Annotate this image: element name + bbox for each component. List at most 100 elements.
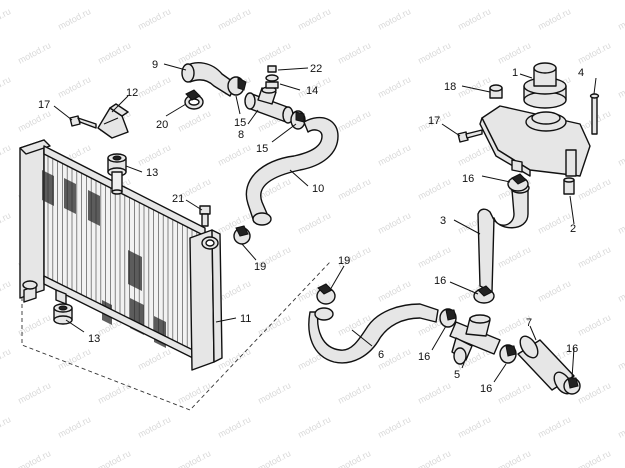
watermark: motod.ru bbox=[576, 244, 612, 270]
callout-16-hose7: 16 bbox=[566, 343, 578, 355]
callout-16-tee-right: 16 bbox=[480, 383, 492, 395]
watermark: motod.ru bbox=[56, 74, 92, 100]
hose-clamp bbox=[507, 173, 529, 192]
watermark: motod.ru bbox=[496, 244, 532, 270]
watermark: motod.ru bbox=[56, 414, 92, 440]
callout-16-hose3: 16 bbox=[434, 275, 446, 287]
watermark: motod.ru bbox=[336, 108, 372, 134]
watermark: motod.ru bbox=[176, 380, 212, 406]
radiator bbox=[19, 139, 223, 371]
watermark: motod.ru bbox=[616, 74, 625, 100]
watermark: motod.ru bbox=[0, 278, 12, 304]
callout-4: 4 bbox=[578, 67, 584, 79]
watermark: motod.ru bbox=[336, 40, 372, 66]
hose-clamp bbox=[227, 76, 247, 96]
watermark: motod.ru bbox=[536, 414, 572, 440]
watermark: motod.ru bbox=[176, 108, 212, 134]
watermark: motod.ru bbox=[0, 210, 12, 236]
watermark: motod.ru bbox=[576, 312, 612, 338]
hose-clamp bbox=[473, 285, 495, 304]
watermark: motod.ru bbox=[456, 74, 492, 100]
callout-22: 22 bbox=[310, 63, 322, 75]
watermark: motod.ru bbox=[0, 346, 12, 372]
rubber-grommet-lower bbox=[53, 303, 73, 325]
watermark: motod.ru bbox=[616, 210, 625, 236]
watermark: motod.ru bbox=[616, 6, 625, 32]
hose-clamp bbox=[439, 308, 457, 328]
watermark: motod.ru bbox=[416, 176, 452, 202]
radiator-core-shading-patch bbox=[64, 178, 76, 214]
bleed-screw bbox=[265, 65, 279, 89]
watermark: motod.ru bbox=[496, 380, 532, 406]
watermark: motod.ru bbox=[216, 414, 252, 440]
watermark: motod.ru bbox=[136, 74, 172, 100]
watermark: motod.ru bbox=[616, 278, 625, 304]
watermark: motod.ru bbox=[296, 6, 332, 32]
callout-17-right: 17 bbox=[428, 115, 440, 127]
watermark: motod.ru bbox=[616, 414, 625, 440]
watermark: motod.ru bbox=[376, 278, 412, 304]
callout-13-upper: 13 bbox=[146, 167, 158, 179]
radiator-core-shading-patch bbox=[42, 170, 54, 206]
callout-19-lower: 19 bbox=[338, 255, 350, 267]
watermark: motod.ru bbox=[16, 448, 52, 468]
watermark: motod.ru bbox=[576, 40, 612, 66]
hose-clamp-small bbox=[184, 89, 204, 110]
callout-5: 5 bbox=[454, 369, 460, 381]
watermark: motod.ru bbox=[96, 40, 132, 66]
callout-8: 8 bbox=[238, 129, 244, 141]
hose-upper-long bbox=[245, 117, 339, 226]
callout-7: 7 bbox=[526, 317, 532, 329]
watermark: motod.ru bbox=[216, 142, 252, 168]
callout-20: 20 bbox=[156, 119, 168, 131]
watermark: motod.ru bbox=[176, 448, 212, 468]
callout-12: 12 bbox=[126, 87, 138, 99]
bolt-reservoir bbox=[457, 129, 483, 143]
coolant-reservoir bbox=[479, 105, 591, 177]
callout-17-left: 17 bbox=[38, 99, 50, 111]
callout-11: 11 bbox=[240, 313, 251, 325]
callout-15-lower: 15 bbox=[256, 143, 268, 155]
watermark: motod.ru bbox=[136, 414, 172, 440]
callout-14: 14 bbox=[306, 85, 318, 97]
reservoir-cap bbox=[523, 62, 567, 109]
callout-10: 10 bbox=[312, 183, 324, 195]
watermark: motod.ru bbox=[376, 142, 412, 168]
watermark: motod.ru bbox=[456, 6, 492, 32]
watermark: motod.ru bbox=[576, 448, 612, 468]
watermark: motod.ru bbox=[336, 176, 372, 202]
mounting-bracket bbox=[97, 103, 129, 139]
watermark: motod.ru bbox=[456, 414, 492, 440]
watermark: motod.ru bbox=[536, 210, 572, 236]
radiator-core-shading-patch bbox=[128, 250, 142, 291]
watermark: motod.ru bbox=[0, 6, 12, 32]
watermark: motod.ru bbox=[136, 346, 172, 372]
watermark: motod.ru bbox=[96, 380, 132, 406]
watermark: motod.ru bbox=[256, 40, 292, 66]
bolt-left bbox=[69, 115, 97, 129]
reservoir-nut bbox=[489, 84, 503, 99]
watermark: motod.ru bbox=[56, 346, 92, 372]
watermark: motod.ru bbox=[256, 380, 292, 406]
watermark: motod.ru bbox=[336, 380, 372, 406]
watermark: motod.ru bbox=[536, 6, 572, 32]
watermark: motod.ru bbox=[0, 142, 12, 168]
callout-6: 6 bbox=[378, 349, 384, 361]
watermark: motod.ru bbox=[296, 210, 332, 236]
watermark: motod.ru bbox=[16, 380, 52, 406]
bolt-radiator bbox=[199, 205, 211, 227]
callout-2: 2 bbox=[570, 223, 576, 235]
watermark: motod.ru bbox=[336, 448, 372, 468]
watermark: motod.ru bbox=[376, 6, 412, 32]
watermark: motod.ru bbox=[16, 40, 52, 66]
watermark: motod.ru bbox=[416, 40, 452, 66]
dashed-outline bbox=[21, 261, 331, 411]
watermark: motod.ru bbox=[216, 6, 252, 32]
callout-16-reservoir: 16 bbox=[462, 173, 474, 185]
callout-13-lower: 13 bbox=[88, 333, 100, 345]
watermark: motod.ru bbox=[576, 380, 612, 406]
hose-clamp bbox=[290, 110, 306, 130]
callout-21: 21 bbox=[172, 193, 184, 205]
watermark: motod.ru bbox=[416, 380, 452, 406]
watermark: motod.ru bbox=[456, 142, 492, 168]
